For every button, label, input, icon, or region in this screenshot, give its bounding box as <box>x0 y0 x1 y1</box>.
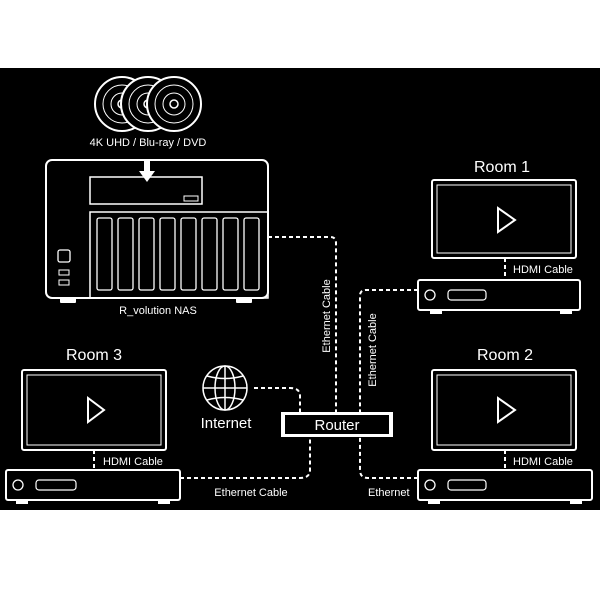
play-icon <box>497 396 517 424</box>
link-room2-router <box>359 437 418 479</box>
play-icon <box>497 206 517 234</box>
room1-title: Room 1 <box>474 159 530 176</box>
down-arrow-icon <box>139 160 155 182</box>
room3-title: Room 3 <box>66 347 122 364</box>
room1-hdmi-label: HDMI Cable <box>513 264 573 276</box>
link-nas-router <box>268 236 337 412</box>
room1-tv <box>431 179 577 259</box>
disc-icon <box>146 76 202 132</box>
room2-player <box>417 469 593 504</box>
ethernet-label-room3: Ethernet Cable <box>214 487 287 499</box>
room3-tv <box>21 369 167 451</box>
media-label: 4K UHD / Blu-ray / DVD <box>90 137 207 149</box>
ethernet-label-nas: Ethernet Cable <box>321 279 333 352</box>
link-internet-router <box>254 387 301 412</box>
nas-label: R_volution NAS <box>119 305 197 317</box>
link-room3-router <box>180 437 311 479</box>
room2-title: Room 2 <box>477 347 533 364</box>
ethernet-label-room1: Ethernet Cable <box>367 313 379 386</box>
router <box>281 412 393 437</box>
globe-icon <box>202 365 248 411</box>
room3-hdmi-label: HDMI Cable <box>103 456 163 468</box>
router-label: Router <box>314 417 359 434</box>
room3-player <box>5 469 181 504</box>
nas-device <box>45 159 269 303</box>
ethernet-label-room2: Ethernet <box>368 487 410 499</box>
internet-label: Internet <box>201 415 253 432</box>
network-links <box>93 236 506 479</box>
media-discs <box>94 76 202 132</box>
room1-player <box>417 279 581 314</box>
link-room1-router <box>359 289 418 412</box>
room2-tv <box>431 369 577 451</box>
play-icon <box>87 396 106 424</box>
room2-hdmi-label: HDMI Cable <box>513 456 573 468</box>
